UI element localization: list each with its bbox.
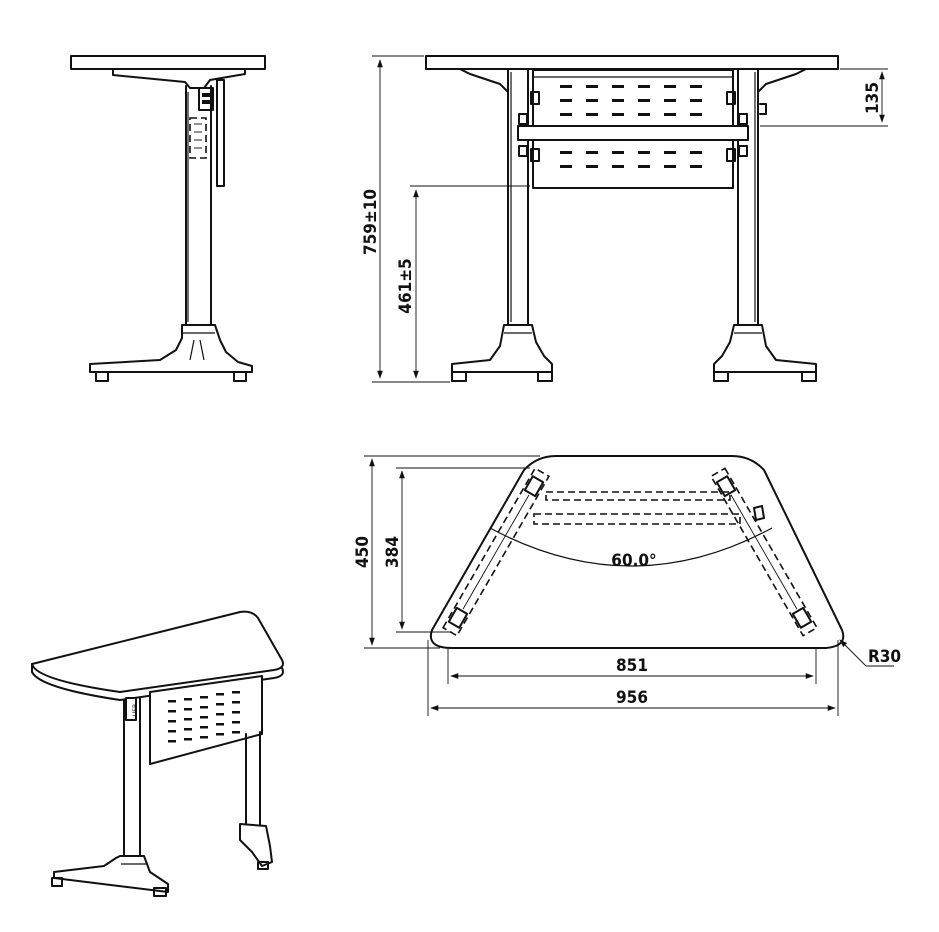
top-view-beam-hidden	[533, 513, 741, 525]
side-view-panel-edge	[216, 79, 225, 187]
top-view-leg-right	[709, 467, 819, 637]
usb-label: USB	[132, 704, 139, 716]
dimension-inner-depth: 384	[383, 536, 403, 568]
front-view-crossbeam	[517, 125, 749, 141]
front-view-vent-slots-upper	[560, 85, 702, 116]
side-view-hook	[189, 117, 207, 159]
front-view-leg-left	[507, 68, 529, 326]
top-view-desktop-outline	[430, 455, 845, 649]
iso-view-usb-box	[125, 697, 137, 721]
side-view-glide-right	[233, 371, 247, 382]
isometric-view: USB	[31, 610, 284, 897]
dimension-leg-angle: 60.0°	[611, 551, 656, 571]
front-view-foot-right	[713, 324, 817, 373]
side-view-leg	[185, 85, 212, 326]
iso-view-modesty-panel	[149, 675, 263, 765]
side-view-usb-box	[198, 87, 214, 111]
iso-view-desktop	[31, 610, 284, 693]
dimension-depth: 450	[353, 536, 373, 568]
corner-radius-leader	[839, 639, 867, 667]
front-view-foot-left	[451, 324, 553, 373]
front-view-desktop	[425, 55, 839, 70]
front-view-leg-right	[737, 68, 759, 326]
iso-view-foot-back	[239, 823, 273, 867]
dimension-long-edge-width: 956	[616, 688, 648, 708]
iso-view-vent-slots	[168, 691, 240, 743]
front-view-hook	[759, 103, 767, 115]
dimension-corner-radius: R30	[868, 647, 901, 667]
side-view-bracket	[112, 68, 246, 89]
front-view: 759±10 461±5 135	[361, 55, 888, 383]
iso-view-leg-front	[123, 697, 141, 857]
top-view-panel-hidden	[545, 491, 731, 501]
side-view-foot	[89, 324, 253, 373]
dimension-total-height: 759±10	[361, 189, 381, 255]
side-view-glide-left	[95, 371, 109, 382]
top-view: 60.0° 450 384 851 956 R30	[353, 455, 901, 716]
iso-view-leg-back	[245, 731, 261, 827]
front-view-bracket-left	[459, 68, 509, 93]
side-view	[70, 55, 266, 382]
side-view-desktop	[70, 55, 266, 70]
iso-view-desktop-edge	[31, 663, 284, 701]
iso-view-foot-front	[53, 855, 169, 893]
dimension-short-edge-width: 851	[616, 656, 648, 676]
dimension-under-panel-height: 461±5	[396, 258, 416, 313]
front-view-bracket-right	[757, 68, 807, 93]
front-view-vent-slots-lower	[560, 151, 702, 168]
angle-arc	[489, 527, 773, 567]
dimension-top-to-beam: 135	[863, 82, 883, 114]
